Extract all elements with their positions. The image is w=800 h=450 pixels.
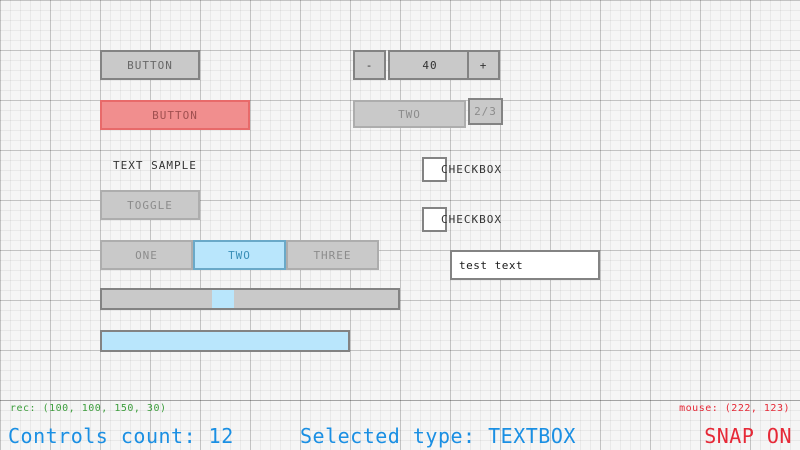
toggle-group-item-one-label: ONE bbox=[135, 248, 158, 262]
checkbox-two[interactable] bbox=[422, 207, 447, 232]
spinner-value: 40 bbox=[422, 58, 438, 72]
status-mouse-label: mouse: (222, 123) bbox=[679, 403, 790, 414]
toggle-button-label: TOGGLE bbox=[127, 198, 173, 212]
checkbox-one-label: CHECKBOX bbox=[441, 163, 502, 176]
checkbox-two-label: CHECKBOX bbox=[441, 213, 502, 226]
spinner-decrement-button[interactable]: - bbox=[353, 50, 386, 80]
label-text-sample: TEXT SAMPLE bbox=[113, 155, 273, 175]
button-danger[interactable]: BUTTON bbox=[100, 100, 250, 130]
spinner-increment-label: + bbox=[479, 58, 488, 72]
toggle-group-item-two[interactable]: TWO bbox=[193, 240, 286, 270]
button-normal-label: BUTTON bbox=[127, 58, 173, 72]
status-rec-label: rec: (100, 100, 150, 30) bbox=[10, 403, 167, 414]
toggle-button[interactable]: TOGGLE bbox=[100, 190, 200, 220]
toggle-group-item-one[interactable]: ONE bbox=[100, 240, 193, 270]
checkbox-one[interactable] bbox=[422, 157, 447, 182]
textbox[interactable]: test text bbox=[450, 250, 600, 280]
toggle-group-item-two-label: TWO bbox=[228, 248, 251, 262]
toggle-group-item-three[interactable]: THREE bbox=[286, 240, 379, 270]
progressbar[interactable] bbox=[100, 330, 350, 352]
spinner-value-field[interactable]: 40 bbox=[388, 50, 472, 80]
slider-handle[interactable] bbox=[212, 290, 234, 308]
progressbar-fill bbox=[102, 332, 348, 350]
button-normal[interactable]: BUTTON bbox=[100, 50, 200, 80]
combobox-count-label: 2/3 bbox=[474, 105, 497, 118]
slider[interactable] bbox=[100, 288, 400, 310]
status-controls-count: Controls count: 12 bbox=[8, 424, 234, 448]
status-snap-indicator: SNAP ON bbox=[704, 424, 792, 448]
status-selected-type: Selected type: TEXTBOX bbox=[300, 424, 576, 448]
combobox[interactable]: TWO bbox=[353, 100, 466, 128]
label-text-sample-value: TEXT SAMPLE bbox=[113, 158, 197, 172]
spinner-increment-button[interactable]: + bbox=[467, 50, 500, 80]
spinner-decrement-label: - bbox=[365, 58, 374, 72]
toggle-group-item-three-label: THREE bbox=[313, 248, 352, 262]
button-danger-label: BUTTON bbox=[152, 108, 198, 122]
combobox-count-badge[interactable]: 2/3 bbox=[468, 98, 503, 125]
statusbar-divider bbox=[0, 400, 800, 401]
textbox-value: test text bbox=[459, 258, 524, 272]
combobox-selected-label: TWO bbox=[398, 107, 421, 121]
